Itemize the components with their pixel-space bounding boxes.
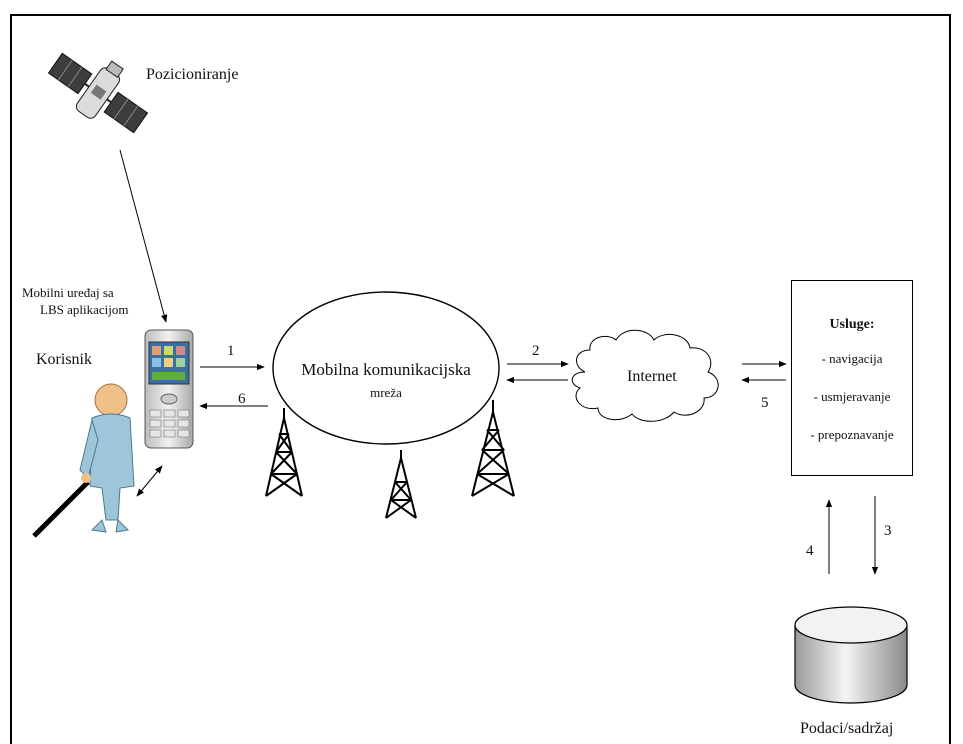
service-item-routing: - usmjeravanje [813,389,891,404]
tower-icon-right [471,400,515,497]
network-label-line1: Mobilna komunikacijska [301,360,471,379]
data-label: Podaci/sadržaj [800,720,894,737]
database-icon [794,606,908,704]
internet-label: Internet [627,368,677,385]
user-label: Korisnik [36,351,92,368]
services-title: Usluge: [829,317,875,332]
step-number-3: 3 [884,523,892,539]
service-item-navigation: - navigacija [821,351,883,366]
user-device-arrow [136,465,163,497]
positioning-label: Pozicioniranje [146,66,239,83]
step-number-4: 4 [806,543,814,559]
diagram-frame [10,14,951,744]
step-number-1: 1 [227,343,235,359]
tower-icon-left [265,408,303,497]
person-icon [32,383,135,538]
mobile-phone-icon [144,329,194,449]
internet-cloud [571,329,719,422]
step-number-5: 5 [761,395,769,411]
device-label-line1: Mobilni uređaj sa [22,285,114,300]
mobile-network-ellipse [272,291,500,445]
step-number-6: 6 [238,391,246,407]
network-label-line2: mreža [370,385,402,400]
service-item-recognition: - prepoznavanje [810,427,894,442]
services-box: Usluge: - navigacija - usmjeravanje - pr… [791,280,913,476]
tower-icon-middle [385,450,417,519]
device-label-line2: LBS aplikacijom [40,302,129,317]
satellite-icon [47,52,149,134]
positioning-signal-arrow [119,149,168,323]
step-number-2: 2 [532,343,540,359]
